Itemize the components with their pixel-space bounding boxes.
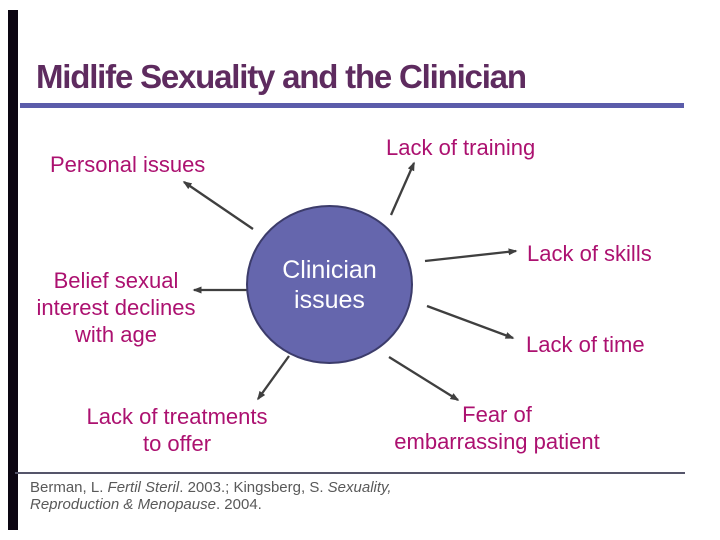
spoke-label-lack-of-training: Lack of training [386, 135, 536, 160]
hub-label: Clinician issues [282, 255, 377, 314]
spoke-label-personal-issues: Personal issues [50, 152, 206, 177]
citation-line-1: Berman, L. Fertil Steril. 2003.; Kingsbe… [30, 479, 392, 496]
arrow-to-lack-of-time [426, 304, 515, 340]
slide-title: Midlife Sexuality and the Clinician [36, 58, 527, 95]
arrow-to-fear-of-embarrassing [388, 356, 460, 401]
spoke-label-lack-of-treatments: Lack of treatments to offer [86, 404, 268, 456]
citation-text: Berman, L. Fertil Steril. 2003.; Kingsbe… [30, 479, 500, 513]
arrow-to-lack-of-treatments [257, 355, 290, 401]
arrow-to-lack-of-training [389, 161, 416, 216]
citation-divider [15, 472, 685, 474]
title-underline [20, 103, 684, 108]
spoke-label-lack-of-skills: Lack of skills [527, 241, 652, 266]
spoke-label-belief-sexual-interest: Belief sexual interest declines with age [36, 268, 196, 347]
arrow-to-lack-of-skills [424, 248, 518, 263]
citation-line-2: Reproduction & Menopause. 2004. [30, 496, 262, 513]
arrow-to-personal-issues [182, 181, 254, 230]
left-accent-bar [8, 10, 18, 530]
hub-circle-clinician-issues: Clinician issues [246, 205, 413, 364]
spoke-label-fear-of-embarrassing: Fear of embarrassing patient [394, 402, 600, 454]
spoke-label-lack-of-time: Lack of time [526, 332, 645, 357]
